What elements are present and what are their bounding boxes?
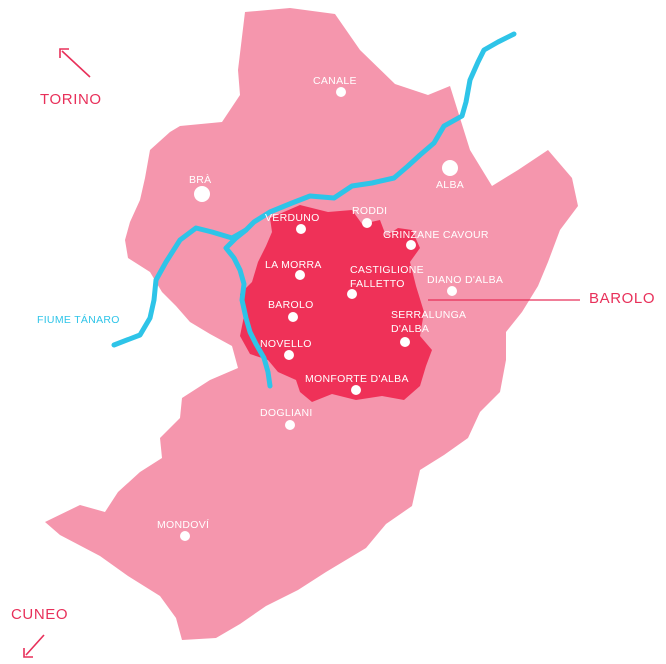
town-label-mondovi: MONDOVÍ — [157, 518, 209, 531]
town-marker-roddi — [362, 218, 372, 228]
town-label-castiglione: CASTIGLIONE — [350, 264, 424, 276]
tanaro-river — [111, 31, 517, 348]
town-marker-alba — [442, 160, 458, 176]
town-label-serralunga: SERRALUNGA — [391, 309, 466, 321]
town-label-canale: CANALE — [313, 75, 357, 87]
river-label: FIUME TÁNARO — [37, 313, 120, 326]
town-label-alba: ALBA — [436, 179, 464, 191]
town-label-bra: BRÀ — [189, 173, 212, 186]
town-marker-canale — [336, 87, 346, 97]
town-label-dogliani: DOGLIANI — [260, 407, 313, 419]
town-marker-verduno — [296, 224, 306, 234]
town-label-barolo: BAROLO — [268, 299, 314, 311]
town-label-monforte: MONFORTE D'ALBA — [305, 373, 409, 385]
torino-label: TORINO — [40, 91, 102, 108]
town-label-diano: DIANO D'ALBA — [427, 274, 503, 286]
town-marker-grinzane — [406, 240, 416, 250]
cuneo-direction-arrow — [23, 634, 45, 658]
town-marker-barolo — [288, 312, 298, 322]
town-marker-mondovi — [180, 531, 190, 541]
town-marker-novello — [284, 350, 294, 360]
town-marker-monforte — [351, 385, 361, 395]
barolo-zone-label: BAROLO — [589, 290, 655, 307]
torino-direction-arrow — [59, 48, 91, 78]
town-label-falletto: FALLETTO — [350, 278, 405, 290]
town-marker-bra — [194, 186, 210, 202]
town-label-novello: NOVELLO — [260, 338, 312, 350]
town-markers — [180, 87, 458, 541]
town-label-grinzane: GRINZANE CAVOUR — [383, 229, 489, 241]
town-label-la-morra: LA MORRA — [265, 259, 322, 271]
town-label-serralunga-dalba: D'ALBA — [391, 323, 429, 335]
town-label-verduno: VERDUNO — [265, 212, 320, 224]
town-marker-castiglione — [347, 289, 357, 299]
town-marker-diano — [447, 286, 457, 296]
town-label-roddi: RODDI — [352, 205, 387, 217]
tanaro-river-branch — [223, 227, 273, 389]
town-marker-dogliani — [285, 420, 295, 430]
town-marker-la-morra — [295, 270, 305, 280]
town-marker-serralunga — [400, 337, 410, 347]
cuneo-label: CUNEO — [11, 606, 68, 623]
